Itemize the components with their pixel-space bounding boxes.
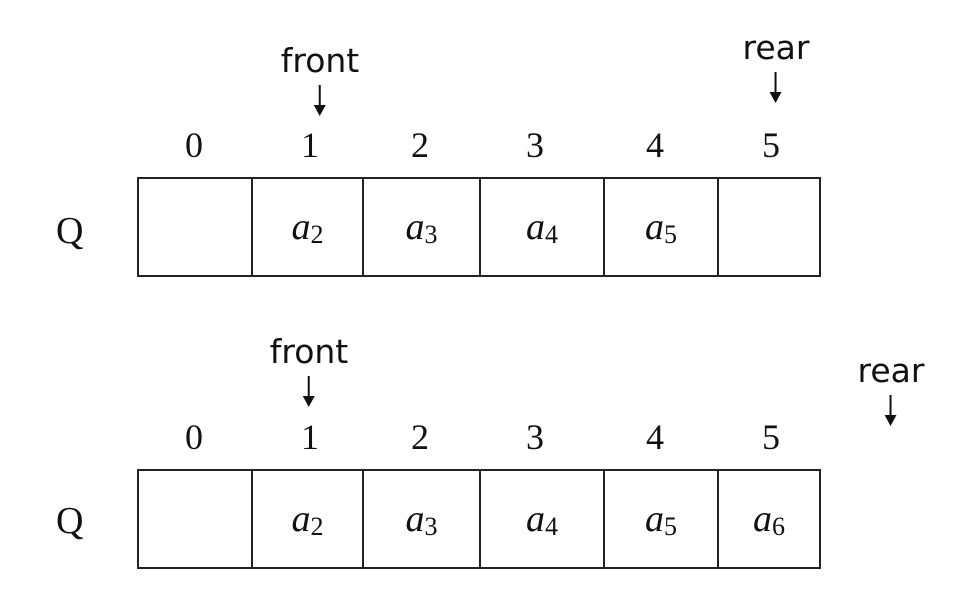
rear-label: rear: [857, 351, 925, 390]
index-label: 4: [646, 417, 664, 457]
queue-cell: [139, 471, 253, 567]
rear-pointer-top: rear: [742, 28, 810, 104]
queue-array-bottom: a2 a3 a4 a5 a6: [137, 469, 821, 569]
queue-cell: a4: [481, 471, 605, 567]
index-label: 2: [411, 125, 429, 165]
queue-cell: [139, 179, 253, 275]
queue-array-top: a2 a3 a4 a5: [137, 177, 821, 277]
queue-cell: [719, 179, 819, 275]
queue-cell: a4: [481, 179, 605, 275]
index-label: 1: [301, 125, 319, 165]
cell-value: a5: [645, 205, 677, 249]
cell-value: a3: [405, 497, 438, 541]
queue-cell: a5: [605, 179, 719, 275]
index-label: 3: [526, 125, 544, 165]
down-arrow-icon: [770, 72, 782, 103]
rear-pointer-bottom: rear: [857, 351, 925, 427]
index-label: 0: [185, 417, 203, 457]
cell-value: a4: [526, 497, 558, 541]
queue-cell: a5: [605, 471, 719, 567]
index-label: 5: [762, 417, 780, 457]
down-arrow-icon: [313, 85, 326, 116]
cell-value: a2: [291, 205, 324, 249]
index-label: 0: [185, 125, 203, 165]
cell-value: a5: [645, 497, 677, 541]
queue-cell: a2: [253, 179, 364, 275]
queue-cell: a3: [364, 471, 481, 567]
index-label: 2: [411, 417, 429, 457]
front-pointer-bottom: front: [269, 332, 349, 408]
index-label: 4: [646, 125, 664, 165]
queue-name: Q: [56, 500, 84, 542]
index-label: 5: [762, 125, 780, 165]
down-arrow-icon: [885, 395, 897, 426]
cell-value: a2: [291, 497, 324, 541]
index-label: 1: [301, 417, 319, 457]
queue-cell: a2: [253, 471, 364, 567]
front-label: front: [280, 41, 360, 80]
down-arrow-icon: [302, 376, 315, 407]
cell-value: a3: [405, 205, 438, 249]
queue-cell: a6: [719, 471, 819, 567]
front-pointer-top: front: [280, 41, 360, 117]
cell-value: a6: [753, 497, 785, 541]
rear-label: rear: [742, 28, 810, 67]
front-label: front: [269, 332, 349, 371]
index-label: 3: [526, 417, 544, 457]
cell-value: a4: [526, 205, 558, 249]
queue-name: Q: [56, 210, 84, 252]
queue-cell: a3: [364, 179, 481, 275]
